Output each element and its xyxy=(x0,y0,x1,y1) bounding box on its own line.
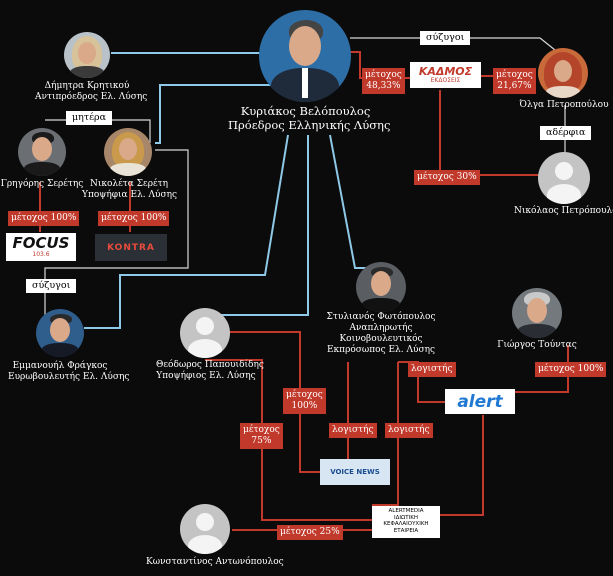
relation-mother: μητέρα xyxy=(66,111,113,125)
kyriakos-role: Πρόεδρος Ελληνικής Λύσης xyxy=(228,118,391,132)
tag-olga-kadmos: μέτοχος 21,67% xyxy=(493,68,536,94)
avatar-stylianos-fotopoulos xyxy=(356,262,406,312)
avatar-theodoros-papouididis xyxy=(180,308,230,358)
nikoleta-role: Υποψήφια Ελ. Λύσης xyxy=(82,190,178,200)
avatar-emmanouil-fragkos xyxy=(36,309,84,357)
avatar-giorgos-tountas xyxy=(512,288,562,338)
tag-theodoros-alertmedia-value: 75% xyxy=(251,436,272,446)
relation-spouses-top: σύζυγοι xyxy=(420,31,471,45)
alertmedia-company-box: ALERTMEDIA ΙΔΙΩΤΙΚΗ ΚΕΦΑΛΑΙΟΥΧΙΚΗ ΕΤΑΙΡΕ… xyxy=(372,506,440,538)
stylianos-role-3: Εκπρόσωπος Ελ. Λύσης xyxy=(326,345,436,355)
voice-news-logo: VOICE NEWS xyxy=(320,459,390,485)
focus-logo-text: FOCUS xyxy=(12,234,70,252)
line-giorgos-alert xyxy=(515,345,569,393)
dimitra-name: Δήμητρα Κρητικού xyxy=(44,81,130,91)
avatar-nikolaos-petropoulos xyxy=(538,152,590,204)
voice-news-logo-text: VOICE NEWS xyxy=(330,468,380,476)
emmanouil-name: Εμμανουήλ Φράγκος xyxy=(12,361,108,371)
nikolaos-name: Νικόλαος Πετρόπουλος xyxy=(514,206,613,216)
line-kyriakos-stylianos xyxy=(329,134,380,269)
tag-olga-kadmos-value: 21,67% xyxy=(497,81,532,91)
avatar-dimitra-kritikou xyxy=(64,32,110,78)
tag-theodoros-voice-value: 100% xyxy=(291,401,318,411)
tag-nikolaos-kadmos: μέτοχος 30% xyxy=(414,170,480,185)
tag-theodoros-voice-label: μέτοχος xyxy=(286,390,323,400)
tag-kyriakos-kadmos-label: μέτοχος xyxy=(365,70,402,80)
tag-konstantinos-alertmedia: μέτοχος 25% xyxy=(277,525,343,540)
nikoleta-name: Νικολέτα Σερέτη xyxy=(89,179,169,189)
alertmedia-line-3: ΚΕΦΑΛΑΙΟΥΧΙΚΗ xyxy=(383,521,429,527)
kontra-logo: KONTRA xyxy=(95,234,167,261)
kontra-logo-text: KONTRA xyxy=(107,242,155,253)
konstantinos-name: Κωνσταντίνος Αντωνόπουλος xyxy=(146,557,284,567)
avatar-olga-petropoulou xyxy=(538,48,588,98)
tag-kyriakos-kadmos: μέτοχος 48,33% xyxy=(362,68,405,94)
tag-theodoros-alertmedia-label: μέτοχος xyxy=(243,425,280,435)
tag-grigoris-focus: μέτοχος 100% xyxy=(8,211,80,226)
kadmos-logo-text: ΚΑΔΜΟΣ xyxy=(418,65,473,78)
emmanouil-role: Ευρωβουλευτής Ελ. Λύσης xyxy=(8,372,130,382)
giorgos-name: Γιώργος Τούντας xyxy=(497,340,577,350)
tag-stylianos-accountant-alertmedia: λογιστής xyxy=(385,423,433,438)
focus-logo-sub: 103.6 xyxy=(32,251,50,258)
focus-logo: FOCUS 103.6 xyxy=(6,233,76,261)
theodoros-role: Υποψήφιος Ελ. Λύσης xyxy=(156,371,256,381)
line-stylianos-alertmedia xyxy=(372,362,399,506)
avatar-kyriakos-velopoulos xyxy=(259,10,351,102)
alert-logo: alert xyxy=(445,389,515,414)
relation-siblings: αδέρφια xyxy=(540,126,592,140)
relation-spouses-left: σύζυγοι xyxy=(26,279,77,293)
alertmedia-line-1: ALERTMEDIA xyxy=(388,508,424,514)
tag-giorgos-alert: μέτοχος 100% xyxy=(535,362,607,377)
line-theodoros-alertmedia xyxy=(205,359,372,521)
line-kyriakos-theodoros xyxy=(204,135,309,328)
alert-logo-text: alert xyxy=(457,391,503,412)
alertmedia-line-2: ΙΔΙΩΤΙΚΗ xyxy=(394,514,418,521)
avatar-nikoleta-sereti xyxy=(104,128,152,176)
line-kyriakos-nikoleta xyxy=(155,84,270,144)
avatar-grigoris-seretis xyxy=(18,128,66,176)
kyriakos-name: Κυριάκος Βελόπουλος xyxy=(240,104,371,118)
tag-kyriakos-kadmos-value: 48,33% xyxy=(366,81,401,91)
olga-name: Όλγα Πετροπούλου xyxy=(519,100,609,110)
tag-stylianos-accountant-voice: λογιστής xyxy=(329,423,377,438)
kadmos-logo: ΚΑΔΜΟΣ ΕΚΔΟΣΕΙΣ xyxy=(410,62,481,88)
kadmos-logo-sub: ΕΚΔΟΣΕΙΣ xyxy=(430,77,461,84)
dimitra-role: Αντιπρόεδρος Ελ. Λύσης xyxy=(35,92,148,102)
tag-theodoros-voice: μέτοχος 100% xyxy=(283,388,326,414)
line-alert-alertmedia xyxy=(440,415,484,516)
tag-olga-kadmos-label: μέτοχος xyxy=(496,70,533,80)
line-kyriakos-emmanouil xyxy=(84,134,289,329)
stylianos-name: Στυλιανός Φωτόπουλος xyxy=(326,312,436,322)
tag-theodoros-alertmedia: μέτοχος 75% xyxy=(240,423,283,449)
tag-stylianos-accountant-alert: λογιστής xyxy=(408,362,456,377)
avatar-konstantinos-antonopoulos xyxy=(180,504,230,554)
stylianos-role-1: Αναπληρωτής xyxy=(349,323,413,333)
tag-nikoleta-kontra: μέτοχος 100% xyxy=(98,211,170,226)
grigoris-name: Γρηγόρης Σερέτης xyxy=(0,179,84,189)
stylianos-role-2: Κοινοβουλευτικός xyxy=(339,334,423,344)
theodoros-name: Θεόδωρος Παπουιδίδης xyxy=(156,360,264,370)
alertmedia-line-4: ΕΤΑΙΡΕΙΑ xyxy=(393,527,419,534)
line-spouses-left xyxy=(44,149,189,282)
